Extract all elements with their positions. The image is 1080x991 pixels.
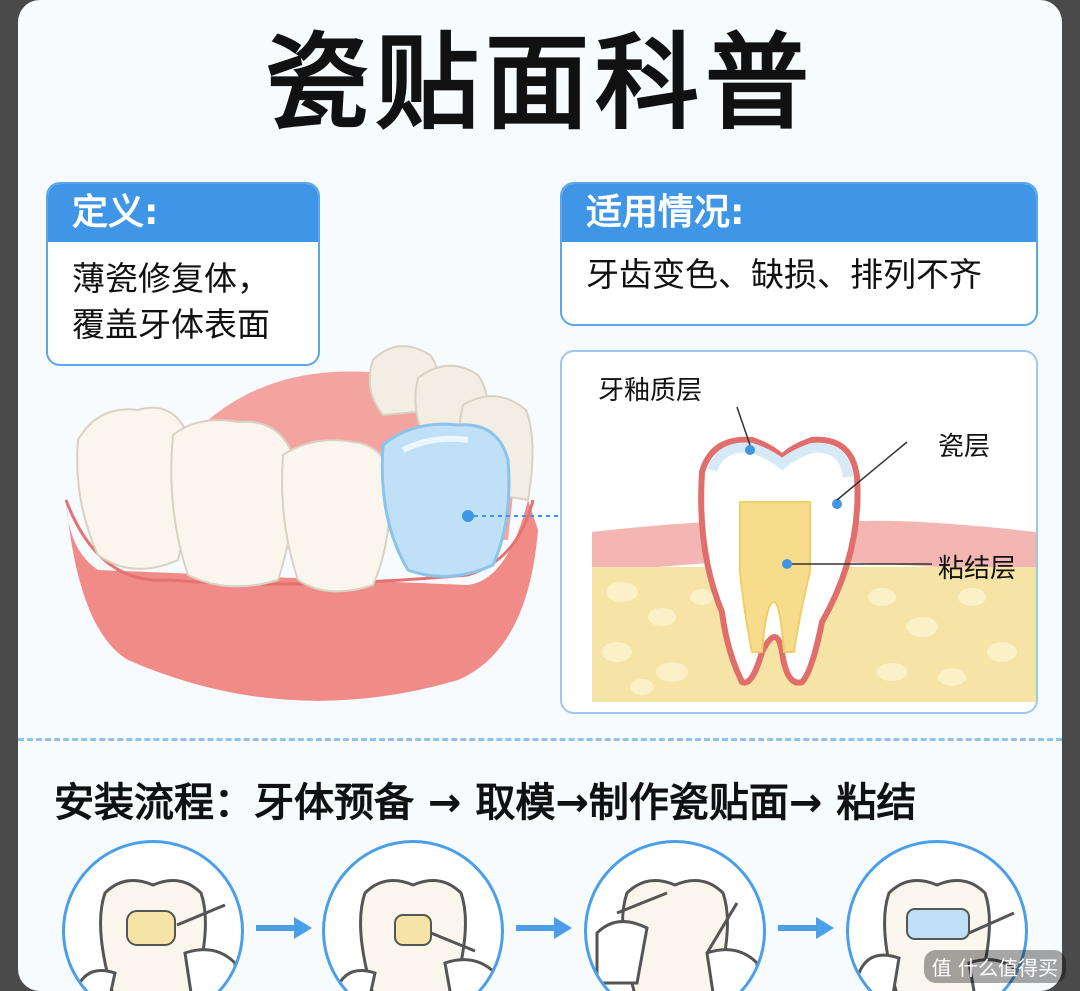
- label-enamel: 牙釉质层: [598, 376, 703, 406]
- step-2-illustration: [322, 840, 504, 991]
- arrow-right-icon: [256, 917, 312, 939]
- indications-heading: 适用情况:: [562, 184, 1036, 242]
- page-title: 瓷贴面科普: [264, 22, 815, 144]
- definition-body: 薄瓷修复体， 覆盖牙体表面: [48, 242, 318, 362]
- indications-box: 适用情况: 牙齿变色、缺损、排列不齐: [560, 182, 1038, 326]
- step-1-illustration: [62, 840, 244, 991]
- dental-arch-illustration: [64, 345, 558, 701]
- label-bonding: 粘结层: [938, 554, 1017, 584]
- cross-section-panel: 牙釉质层 瓷层 粘结层: [560, 350, 1038, 714]
- definition-box: 定义: 薄瓷修复体， 覆盖牙体表面: [46, 182, 320, 366]
- definition-line-1: 薄瓷修复体，: [72, 259, 270, 298]
- tooth-prep-icon: [74, 879, 237, 991]
- arrow-right-icon: [516, 917, 572, 939]
- fabrication-icon: [595, 879, 759, 991]
- indications-body: 牙齿变色、缺损、排列不齐: [586, 255, 982, 294]
- section-divider: [18, 738, 1062, 741]
- infographic-card: 瓷贴面科普 定义: 薄瓷修复体， 覆盖牙体表面 适用情况: 牙齿变色、缺损、排列…: [18, 0, 1062, 991]
- process-text: 安装流程：牙体预备 → 取模→制作瓷贴面→ 粘结: [54, 780, 917, 826]
- step-4-illustration: [846, 840, 1028, 991]
- impression-icon: [334, 879, 497, 991]
- tooth-cross-section: [592, 406, 1036, 702]
- definition-line-2: 覆盖牙体表面: [72, 305, 270, 344]
- bonding-icon: [857, 879, 1021, 991]
- step-3-illustration: [584, 840, 766, 991]
- arrow-right-icon: [778, 917, 834, 939]
- definition-heading: 定义:: [48, 184, 318, 242]
- watermark: 值 什么值得买: [923, 950, 1066, 983]
- label-porcelain: 瓷层: [938, 432, 991, 462]
